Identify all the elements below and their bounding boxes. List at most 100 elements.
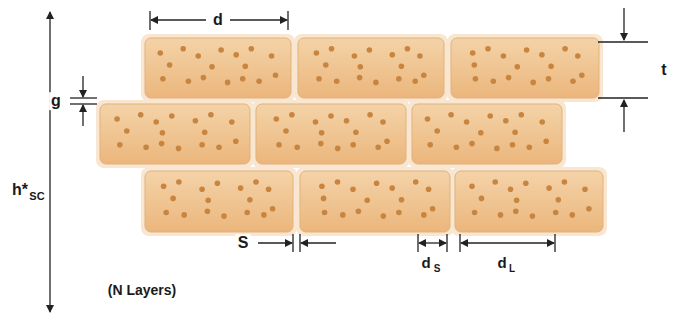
dimension-label: SC [29, 190, 44, 202]
keratin-dot [421, 212, 427, 218]
keratin-dot [335, 146, 341, 152]
keratin-dot [454, 144, 460, 150]
keratin-dot [390, 52, 396, 58]
keratin-dot [350, 187, 356, 193]
keratin-dot [434, 128, 440, 134]
keratin-dot [586, 206, 592, 212]
keratin-dot [527, 144, 533, 150]
keratin-dot [329, 46, 335, 52]
keratin-dot [539, 52, 545, 58]
keratin-dot [344, 118, 350, 124]
keratin-dot [399, 197, 405, 203]
corneocyte-brick [145, 171, 293, 232]
dimension-arrow [82, 105, 83, 126]
keratin-dot [215, 180, 221, 186]
dimension-label: L [509, 263, 515, 274]
corneocyte-brick [145, 38, 291, 98]
dimension-tick [446, 234, 447, 252]
corneocyte-brick [455, 171, 603, 232]
keratin-dot [380, 119, 386, 125]
keratin-dot [202, 129, 208, 135]
corneocyte-brick [451, 38, 599, 98]
keratin-dot [485, 46, 491, 52]
dimension-lines [50, 8, 648, 312]
keratin-dot [273, 72, 279, 78]
lipid-mortar [408, 100, 566, 168]
keratin-dot [240, 76, 246, 82]
keratin-dot [427, 142, 433, 148]
keratin-dot [546, 76, 552, 82]
keratin-dot [117, 142, 123, 148]
keratin-dot [334, 78, 340, 84]
keratin-dot [373, 80, 379, 86]
keratin-dot [158, 50, 164, 56]
keratin-dot [464, 119, 470, 125]
keratin-dot [575, 53, 581, 59]
keratin-dot [396, 210, 402, 216]
keratin-dot [515, 64, 521, 70]
keratin-dot [479, 196, 485, 202]
keratin-dot [160, 76, 166, 82]
dimension-label: d [419, 255, 432, 272]
dimension-tick [598, 41, 648, 42]
dimension-label: d [211, 11, 225, 29]
brick-layer-group [96, 34, 607, 236]
keratin-dot [180, 46, 186, 52]
keratin-dot [176, 146, 182, 152]
keratin-dot [229, 119, 235, 125]
keratin-dot [270, 206, 276, 212]
keratin-dot [253, 179, 259, 185]
keratin-dot [562, 46, 568, 52]
keratin-dot [208, 112, 214, 118]
dimension-tick [598, 97, 648, 98]
dimension-label: S [434, 263, 441, 274]
keratin-dot [530, 213, 536, 219]
keratin-dot [358, 64, 364, 70]
keratin-dot [367, 47, 373, 53]
keratin-dot [313, 119, 319, 125]
dimension-arrow [49, 160, 50, 312]
keratin-dot [269, 53, 275, 59]
keratin-dot [553, 210, 559, 216]
dimension-tick [299, 234, 300, 252]
keratin-dot [350, 142, 356, 148]
dimension-label: t [659, 61, 668, 79]
dimension-tick [417, 234, 418, 252]
keratin-dot [193, 118, 199, 124]
lipid-mortar [294, 34, 448, 102]
keratin-dot [283, 128, 289, 134]
keratin-dot [579, 72, 585, 78]
keratin-dot [319, 184, 325, 190]
keratin-dot [498, 212, 504, 218]
lipid-mortar [252, 100, 410, 168]
keratin-dot [124, 128, 130, 134]
keratin-dot [276, 142, 282, 148]
dimension-arrow [49, 12, 50, 160]
keratin-dot [340, 212, 346, 218]
keratin-dot [356, 209, 362, 215]
keratin-dot [430, 206, 436, 212]
keratin-dot [274, 116, 280, 122]
keratin-dot [163, 210, 169, 216]
keratin-dot [167, 62, 173, 68]
keratin-dot [472, 210, 478, 216]
keratin-dot [233, 52, 239, 58]
keratin-dot [353, 129, 359, 135]
dimension-arrow [258, 242, 292, 243]
dimension-arrow [230, 19, 287, 20]
keratin-dot [582, 187, 588, 193]
keratin-dot [473, 76, 479, 82]
keratin-dot [514, 198, 520, 204]
keratin-dot [399, 63, 405, 69]
keratin-dot [494, 146, 500, 152]
keratin-dot [512, 129, 518, 135]
keratin-dot [503, 118, 509, 124]
dimension-tick [554, 234, 555, 252]
keratin-dot [335, 179, 341, 185]
lipid-mortar [96, 100, 254, 168]
keratin-dot [289, 112, 295, 118]
keratin-dot [501, 53, 507, 59]
dimension-arrow [301, 242, 336, 243]
dimension-tick [70, 103, 97, 104]
keratin-dot [225, 80, 231, 86]
